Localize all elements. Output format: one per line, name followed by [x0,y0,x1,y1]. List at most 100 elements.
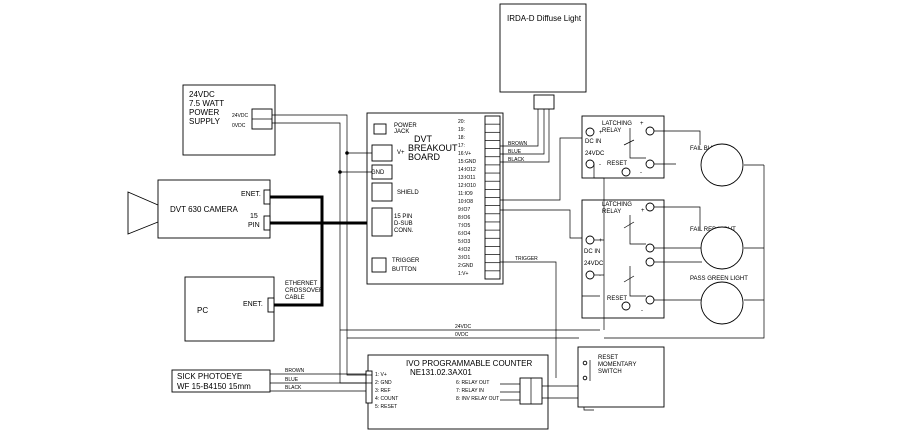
pc-box [184,276,275,342]
relay-2-plus: + [599,238,603,244]
power-supply-line-2: 7.5 WATT [189,99,224,108]
fail-red-light: FAIL RED LIGHT [690,226,744,270]
dvt-breakout-board: DVT BREAKOUT BOARD POWER JACK V+ GND SHI… [366,112,504,285]
counter-pin-4: 4: COUNT [375,396,398,402]
power-supply: 24VDC 7.5 WATT POWER SUPPLY 24VDC 0VDC [182,84,276,156]
breakout-pin: 6:IO4 [458,231,470,237]
breakout-pin: 1:V+ [458,271,469,277]
pass-green-light-label: PASS GREEN LIGHT [690,276,748,282]
camera-pin-line-2: PIN [248,222,260,229]
wire-label-brown: BROWN [508,141,528,147]
breakout-title-2: BREAKOUT [408,143,458,153]
irda-light-unit: IRDA-D Diffuse Light [499,3,587,110]
relay-2-label-1: LATCHING [602,202,632,208]
camera: DVT 630 CAMERA ENET. 15 PIN [127,179,271,239]
relay-1-plus-out: + [640,121,644,127]
power-supply-pin-24v: 24VDC [232,113,249,119]
breakout-pin: 7:IO5 [458,223,470,229]
breakout-power-jack-2: JACK [394,129,409,135]
relay-1-minus-out: - [640,170,642,176]
counter-pin-5: 5: RESET [375,404,397,410]
camera-box [157,179,271,239]
breakout-pin: 16:V+ [458,151,471,157]
breakout-vplus: V+ [397,150,405,156]
breakout-shield: SHIELD [397,190,419,196]
pass-green-light-icon [700,281,744,325]
power-supply-pin-0v: 0VDC [232,123,246,129]
breakout-pin: 8:IO6 [458,215,470,221]
sick-photoeye: SICK PHOTOEYE WF 15-B4150 15mm [171,369,271,393]
counter-pin-6: 6: RELAY OUT [456,380,489,386]
relay-2-reset: RESET [607,296,627,302]
ethernet-cable-line-1: ETHERNET [285,281,318,287]
power-supply-line-4: SUPPLY [189,117,221,126]
breakout-dsub-3: CONN. [394,228,414,234]
fail-red-light-icon [700,226,744,270]
ivo-counter: IVO PROGRAMMABLE COUNTER NE131.02.3AX01 … [365,354,549,430]
relay-2-label-2: RELAY [602,209,621,215]
relay-1-dc-in: DC IN [585,139,601,145]
sick-wire-black: BLACK [285,385,302,391]
counter-pin-3: 3: REF [375,388,391,394]
counter-title-2: NE131.02.3AX01 [410,368,472,377]
relay-2-dc-in: DC IN [584,249,600,255]
ethernet-cable-line-2: CROSSOVER [285,288,324,294]
reset-switch-line-2: MOMENTARY [598,362,636,368]
breakout-dsub-2: D-SUB [394,221,413,227]
breakout-pin: 5:IO3 [458,239,470,245]
reset-switch-box [577,346,665,408]
counter-pin-2: 2: GND [375,380,392,386]
breakout-power-jack-1: POWER [394,123,417,129]
relay-1-label-2: RELAY [602,128,621,134]
breakout-pin: 17: [458,143,465,149]
breakout-trigger-2: BUTTON [392,267,417,273]
pc-label: PC [197,306,208,315]
breakout-pin: 4:IO2 [458,247,470,253]
wire-label-black: BLACK [508,157,525,163]
relay-1-24vdc: 24VDC [585,151,605,157]
camera-lens [127,191,159,235]
breakout-title-1: DVT [414,134,433,144]
camera-label: DVT 630 CAMERA [170,205,239,214]
breakout-pin: 10:IO8 [458,199,473,205]
relay-1-minus: - [599,162,601,168]
sick-wire-blue: BLUE [285,377,299,383]
counter-title-1: IVO PROGRAMMABLE COUNTER [406,359,532,368]
counter-pin-1: 1: V+ [375,372,387,378]
breakout-trigger-1: TRIGGER [392,258,420,264]
reset-momentary-switch: RESET MOMENTARY SWITCH [577,346,665,408]
relay-1-reset: RESET [607,161,627,167]
breakout-pin: 2:GND [458,263,474,269]
latching-relay-1: LATCHING RELAY DC IN 24VDC RESET + - + - [581,115,665,179]
sick-photoeye-line-1: SICK PHOTOEYE [177,372,242,381]
irda-light-connector [533,94,555,110]
irda-light-label: IRDA-D Diffuse Light [507,14,582,23]
irda-light-box [499,3,587,93]
reset-switch-line-1: RESET [598,355,618,361]
relay-1-plus: + [599,130,603,136]
relay-1-label-1: LATCHING [602,121,632,127]
breakout-title-3: BOARD [408,152,441,162]
pc: PC ENET. ETHERNET CROSSOVER CABLE [184,276,324,342]
power-supply-line-1: 24VDC [189,90,215,99]
wire-label-trigger: TRIGGER [515,256,538,262]
bus-24vdc-label: 24VDC [455,324,472,330]
ethernet-crossover-cable [270,195,324,307]
relay-2-24vdc: 24VDC [584,261,604,267]
fail-buzzer: FAIL BUZZER [690,143,744,187]
bus-0vdc-label: 0VDC [455,332,469,338]
wire-label-blue: BLUE [508,149,522,155]
relay-2-minus-out: - [641,308,643,314]
breakout-dsub-1: 15 PIN [394,214,412,220]
breakout-pin: 12:IO10 [458,183,476,189]
sick-wire-brown: BROWN [285,368,305,374]
pc-enet-label: ENET. [243,301,263,308]
breakout-pin: 3:IO1 [458,255,470,261]
breakout-pin: 19: [458,127,465,133]
breakout-pin: 18: [458,135,465,141]
relay-2-minus: - [599,273,601,279]
camera-enet-label: ENET. [241,191,261,198]
power-supply-line-3: POWER [189,108,219,117]
